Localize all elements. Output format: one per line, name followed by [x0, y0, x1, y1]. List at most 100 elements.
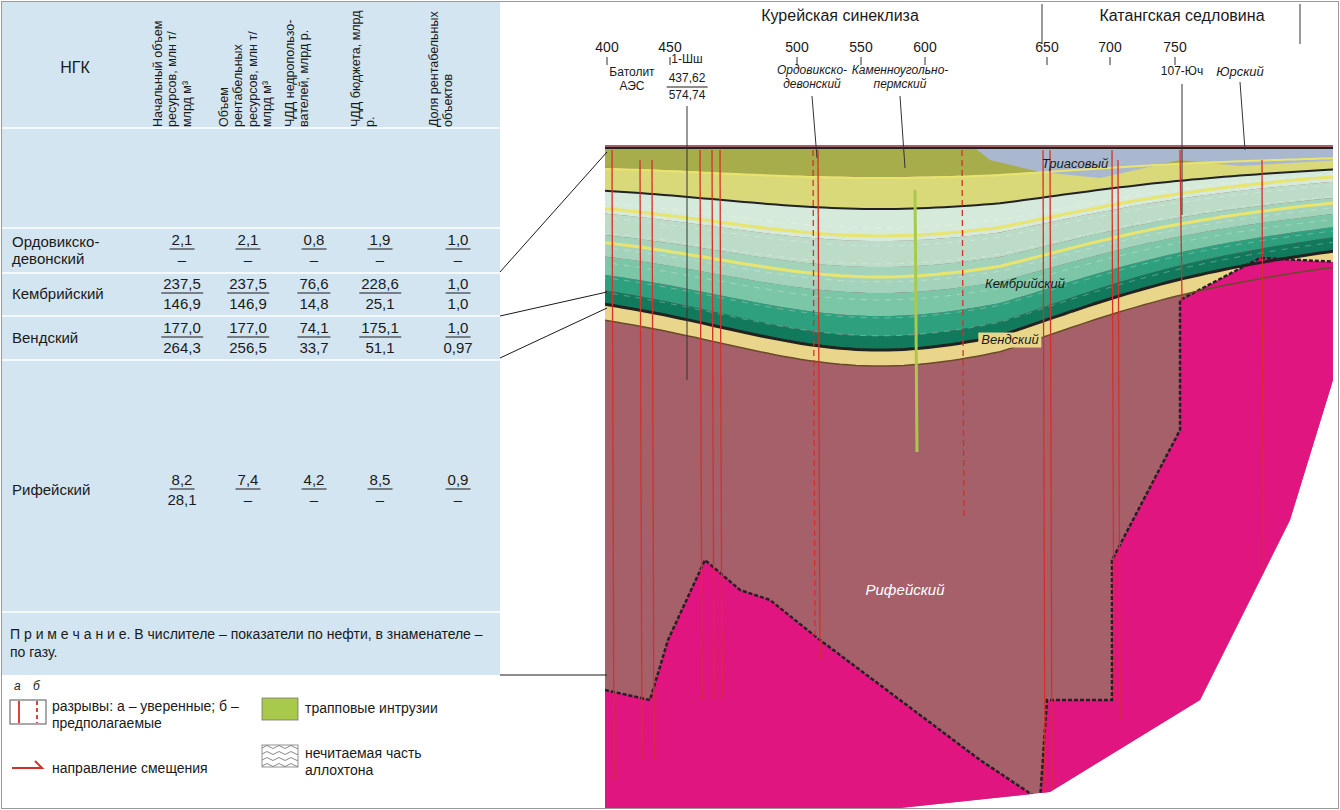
callout-label: Батолит АЭС: [606, 66, 658, 94]
table-cell: 0,8: [302, 231, 327, 250]
column-header: Начальный объем ресурсов, млн т/млрд м³: [151, 9, 213, 127]
layer-label: Рифейский: [866, 581, 945, 598]
sill: [600, 158, 1336, 178]
row-separator: [2, 315, 500, 317]
well-name: 1-Шш: [671, 53, 702, 67]
table-cell: 177,0: [227, 319, 269, 338]
legend-text: трапповые интрузии: [305, 700, 485, 717]
legend-swatch: [262, 698, 298, 720]
fault-line: [1118, 160, 1120, 720]
bedding-stroke: [600, 208, 1336, 282]
row-separator: [2, 359, 500, 361]
row-separator: [2, 611, 500, 613]
legend-text: нечитаемая часть аллохтона: [305, 745, 455, 779]
fault-line: [818, 150, 820, 660]
vendian-top-line: [600, 251, 1336, 350]
table-cell: 1,0: [446, 231, 471, 250]
table-cell: 7,4: [236, 471, 261, 490]
axis-number: 650: [1035, 39, 1058, 55]
bedding-stroke: [600, 174, 1336, 228]
axis-tick: [670, 57, 671, 65]
table-cell: 8,2: [170, 471, 195, 490]
table-cell: 237,5: [161, 275, 203, 294]
leader-line: [500, 292, 607, 316]
bedding-stroke: [600, 231, 1336, 318]
table-cell: 1,0: [446, 295, 471, 313]
row-name: Вендский: [12, 329, 147, 346]
table-cell: 76,6: [297, 275, 330, 294]
table-cell: –: [308, 251, 320, 269]
table-cell: 25,1: [363, 295, 396, 313]
table-cell: 264,3: [161, 339, 203, 357]
well-name: 107-Юч: [1161, 65, 1203, 79]
column-header: ЧДД бюджета, млрд р.: [349, 9, 411, 127]
table-cell: 8,5: [368, 471, 393, 490]
layer-label: Кембрийский: [985, 277, 1065, 292]
axis-number: 400: [595, 39, 618, 55]
table-cell: 2,1: [170, 231, 195, 250]
bedding-stroke: [600, 185, 1336, 246]
region-separator: [1299, 4, 1300, 44]
fault-line: [652, 160, 654, 760]
allochthon-swatch: [262, 745, 298, 767]
table-cell: 0,97: [441, 339, 474, 357]
axis-number: 750: [1163, 39, 1186, 55]
fault-line: [1262, 160, 1264, 700]
table-cell: –: [452, 251, 464, 269]
table-cell: 146,9: [227, 295, 269, 313]
table-cell: 177,0: [161, 319, 203, 338]
layer-label: Ордовикско- девонский: [769, 64, 855, 92]
displacement-arrow: [12, 761, 42, 768]
riphean-base-line: [605, 258, 1340, 800]
table-cell: 228,6: [359, 275, 401, 294]
well-line: [1182, 84, 1183, 215]
table-cell: 146,9: [161, 295, 203, 313]
layer-label: Юрский: [1216, 65, 1264, 80]
region-name: Катангская седловина: [1099, 7, 1264, 25]
surface-line: [600, 147, 1336, 149]
layer-label: Триасовый: [1042, 157, 1109, 172]
table-cell: 1,9: [368, 231, 393, 250]
column-header: Доля рентабельных объектов: [427, 9, 489, 127]
fault-line: [1112, 150, 1114, 700]
region-name: Курейская синеклиза: [761, 7, 919, 25]
fault-line: [813, 150, 815, 640]
bedding-stroke: [600, 242, 1336, 336]
row-name: Кембрийский: [12, 285, 147, 302]
table-cell: 4,2: [302, 471, 327, 490]
axis-number: 550: [849, 39, 872, 55]
axis-tick: [1047, 57, 1048, 65]
axis-tick: [1110, 57, 1111, 65]
table-cell: –: [242, 251, 254, 269]
axis-number: 700: [1098, 39, 1121, 55]
legend-text: направление смещения: [52, 760, 252, 777]
trap-dike: [915, 190, 917, 452]
table-panel: [2, 2, 500, 675]
cambrian-top-line: [600, 169, 1336, 209]
table-cell: 51,1: [363, 339, 396, 357]
table-note: П р и м е ч а н и е. В числителе – показ…: [10, 626, 490, 661]
fault-line: [712, 150, 714, 700]
table-cell: –: [452, 491, 464, 509]
region-separator: [1041, 4, 1042, 44]
leader-line: [1240, 82, 1245, 150]
fault-line: [962, 150, 964, 520]
axis-tick: [1175, 57, 1176, 65]
table-cell: 1,0: [446, 319, 471, 338]
column-header: Объем рентабельных ресурсов, млн т/млрд …: [217, 9, 279, 127]
column-header: ЧДД недропользо- вателей, млрд р.: [283, 9, 345, 127]
axis-number: 500: [785, 39, 808, 55]
leader-line: [900, 96, 905, 168]
leader-line: [812, 96, 817, 158]
layer-label: Каменноугольно- пермский: [850, 64, 950, 92]
fault-line: [700, 150, 702, 700]
column-header: НГК: [60, 59, 90, 77]
table-cell: –: [242, 491, 254, 509]
well-line: [687, 106, 688, 380]
axis-tick: [607, 57, 608, 65]
table-cell: 28,1: [165, 491, 198, 509]
table-cell: 2,1: [236, 231, 261, 250]
table-cell: 0,9: [446, 471, 471, 490]
layer-label: Вендский: [978, 333, 1041, 348]
